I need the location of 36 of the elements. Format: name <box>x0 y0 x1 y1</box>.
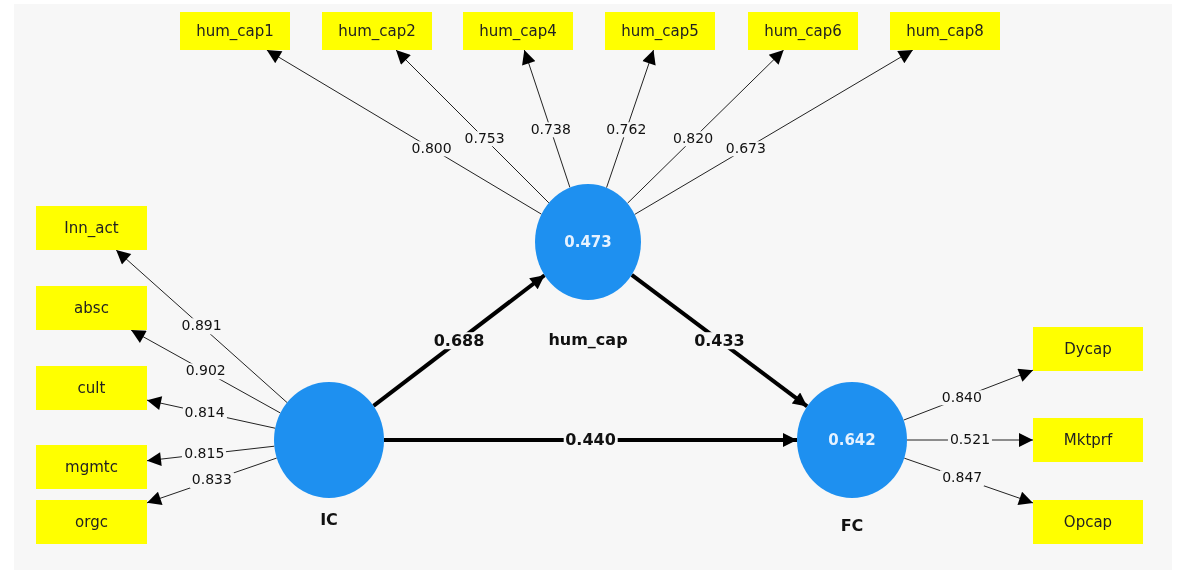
arrow <box>115 249 288 404</box>
arrow <box>606 49 656 189</box>
arrow <box>634 49 914 215</box>
edge-label: 0.891 <box>179 318 224 334</box>
arrow <box>395 49 550 204</box>
arrow <box>384 433 797 447</box>
indicator-box: hum_cap1 <box>180 12 290 50</box>
indicator-box: Opcap <box>1033 500 1143 544</box>
construct-label: hum_cap <box>548 330 628 349</box>
edge-label: 0.738 <box>528 122 573 138</box>
indicator-box: hum_cap8 <box>890 12 1000 50</box>
indicator-box: Dycap <box>1033 327 1143 371</box>
edge-label: 0.833 <box>189 472 234 489</box>
edge-label: 0.902 <box>183 363 228 380</box>
r-squared-value: 0.642 <box>828 431 876 449</box>
indicator-box: hum_cap4 <box>463 12 573 50</box>
indicator-box: cult <box>36 366 147 410</box>
construct-label: FC <box>840 516 864 535</box>
indicator-box: hum_cap5 <box>605 12 715 50</box>
indicator-box: hum_cap6 <box>748 12 858 50</box>
indicator-box: Inn_act <box>36 206 147 250</box>
indicator-box: hum_cap2 <box>322 12 432 50</box>
arrow <box>626 49 785 204</box>
indicator-box: Mktprf <box>1033 418 1143 462</box>
edge-label: 0.847 <box>940 470 985 486</box>
edge-label: 0.814 <box>182 405 227 421</box>
arrow <box>630 273 809 408</box>
indicator-box: orgc <box>36 500 147 544</box>
arrow <box>372 273 546 408</box>
arrow <box>266 49 542 215</box>
r-squared-value: 0.473 <box>564 233 612 251</box>
arrow <box>522 49 571 188</box>
indicator-box: mgmtc <box>36 445 147 489</box>
edge-label: 0.820 <box>671 131 716 147</box>
construct-label: IC <box>320 510 338 529</box>
indicator-box: absc <box>36 286 147 330</box>
